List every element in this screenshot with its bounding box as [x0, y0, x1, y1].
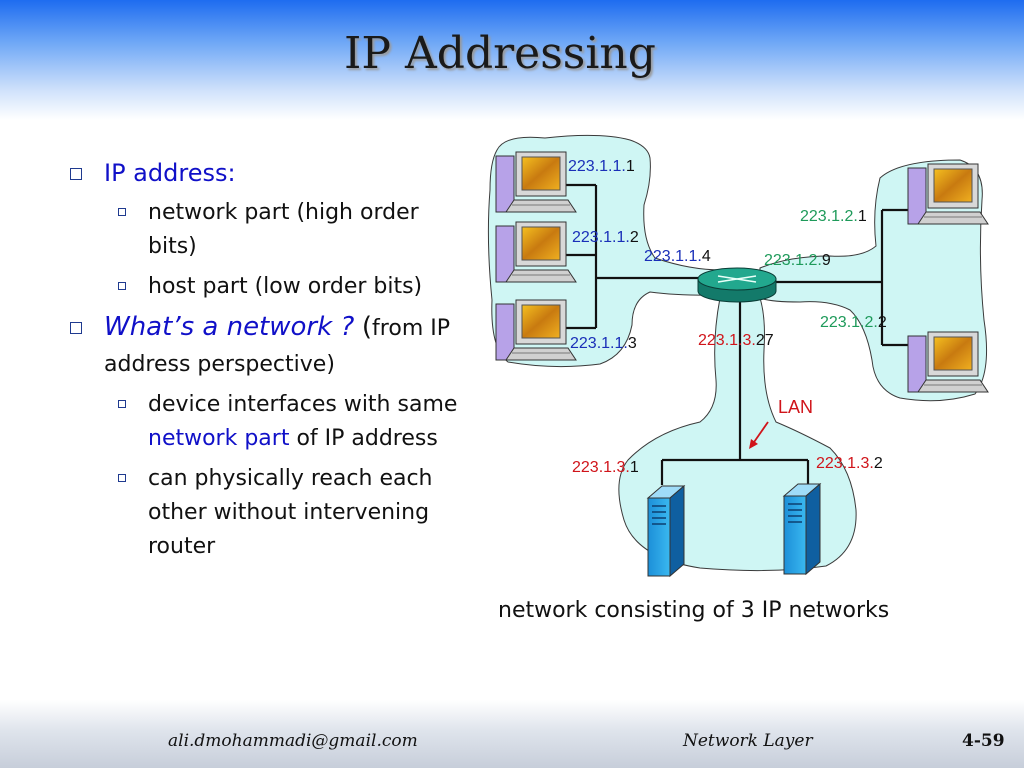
sub-bullet-host-part: host part (low order bits) — [64, 270, 464, 304]
bullet-paren: ( — [361, 312, 373, 342]
bullet-text: device interfaces with same — [148, 392, 458, 417]
router-icon — [697, 267, 777, 303]
ip-network-part: 223.1.1. — [570, 335, 628, 352]
sub-bullet-physically-reach: can physically reach each other without … — [64, 462, 464, 564]
square-bullet-icon — [118, 474, 126, 482]
ip-network-part: 223.1.1. — [568, 158, 626, 175]
host-computer-icon — [495, 221, 577, 283]
ip-host-part: 2 — [874, 455, 883, 472]
ip-label: 223.1.2.1 — [800, 208, 867, 225]
square-bullet-icon — [70, 322, 82, 334]
ip-host-part: 4 — [702, 248, 711, 265]
bullet-list: IP address: network part (high order bit… — [64, 156, 464, 570]
sub-bullet-same-network-part: device interfaces with same network part… — [64, 388, 464, 456]
square-bullet-icon — [118, 400, 126, 408]
ip-label: 223.1.1.2 — [572, 229, 639, 246]
ip-host-part: 1 — [858, 208, 867, 225]
footer-section: Network Layer — [683, 731, 813, 751]
ip-network-part: 223.1.1. — [644, 248, 702, 265]
host-computer-icon — [495, 299, 577, 361]
slide-title: IP Addressing — [344, 28, 656, 79]
ip-label: 223.1.3.1 — [572, 459, 639, 476]
host-computer-icon — [907, 163, 989, 225]
ip-label: 223.1.2.9 — [764, 252, 831, 269]
server-icon — [647, 485, 685, 577]
ip-label: 223.1.3.2 — [816, 455, 883, 472]
ip-host-part: 9 — [822, 252, 831, 269]
bullet-ip-address: IP address: — [64, 156, 464, 190]
footer-band — [0, 700, 1024, 768]
ip-host-part: 1 — [626, 158, 635, 175]
bullet-whats-a-network: What’s a network ? (from IP address pers… — [64, 310, 464, 382]
bullet-text: IP address: — [104, 159, 236, 187]
ip-label: 223.1.1.3 — [570, 335, 637, 352]
ip-label: 223.1.2.2 — [820, 314, 887, 331]
server-icon — [783, 483, 821, 575]
ip-host-part: 2 — [630, 229, 639, 246]
square-bullet-icon — [118, 282, 126, 290]
footer-email: ali.dmohammadi@gmail.com — [168, 731, 418, 751]
ip-network-part: 223.1.2. — [820, 314, 878, 331]
ip-network-part: 223.1.3. — [572, 459, 630, 476]
title-band — [0, 0, 1024, 120]
lan-arrow-head-icon — [749, 439, 758, 449]
lan-label: LAN — [778, 397, 813, 417]
ip-host-part: 1 — [630, 459, 639, 476]
ip-label: 223.1.1.4 — [644, 248, 711, 265]
square-bullet-icon — [70, 168, 82, 180]
bullet-text: of IP address — [289, 426, 438, 451]
bullet-text: can physically reach each other without … — [148, 466, 433, 559]
page-number: 4-59 — [962, 731, 1005, 751]
ip-host-part: 3 — [628, 335, 637, 352]
ip-host-part: 2 — [878, 314, 887, 331]
ip-network-part: 223.1.2. — [764, 252, 822, 269]
ip-label: 223.1.1.1 — [568, 158, 635, 175]
diagram-caption: network consisting of 3 IP networks — [498, 598, 890, 623]
ip-network-part: 223.1.3. — [698, 332, 756, 349]
bullet-highlight: network part — [148, 426, 290, 451]
ip-network-part: 223.1.2. — [800, 208, 858, 225]
square-bullet-icon — [118, 208, 126, 216]
ip-host-part: 27 — [756, 332, 774, 349]
bullet-question: What’s a network ? — [104, 312, 355, 342]
sub-bullet-network-part: network part (high order bits) — [64, 196, 464, 264]
lan-arrow-icon — [751, 421, 769, 446]
host-computer-icon — [495, 151, 577, 213]
bullet-text: network part (high order bits) — [148, 200, 419, 259]
address-labels: 223.1.1.1 223.1.1.2 223.1.1.4 223.1.1.3 … — [568, 158, 887, 476]
host-computer-icon — [907, 331, 989, 393]
bullet-text: from IP address perspective) — [104, 316, 450, 377]
ip-label: 223.1.3.27 — [698, 332, 774, 349]
ip-network-part: 223.1.3. — [816, 455, 874, 472]
bullet-text: host part (low order bits) — [148, 274, 423, 299]
ip-network-part: 223.1.1. — [572, 229, 630, 246]
